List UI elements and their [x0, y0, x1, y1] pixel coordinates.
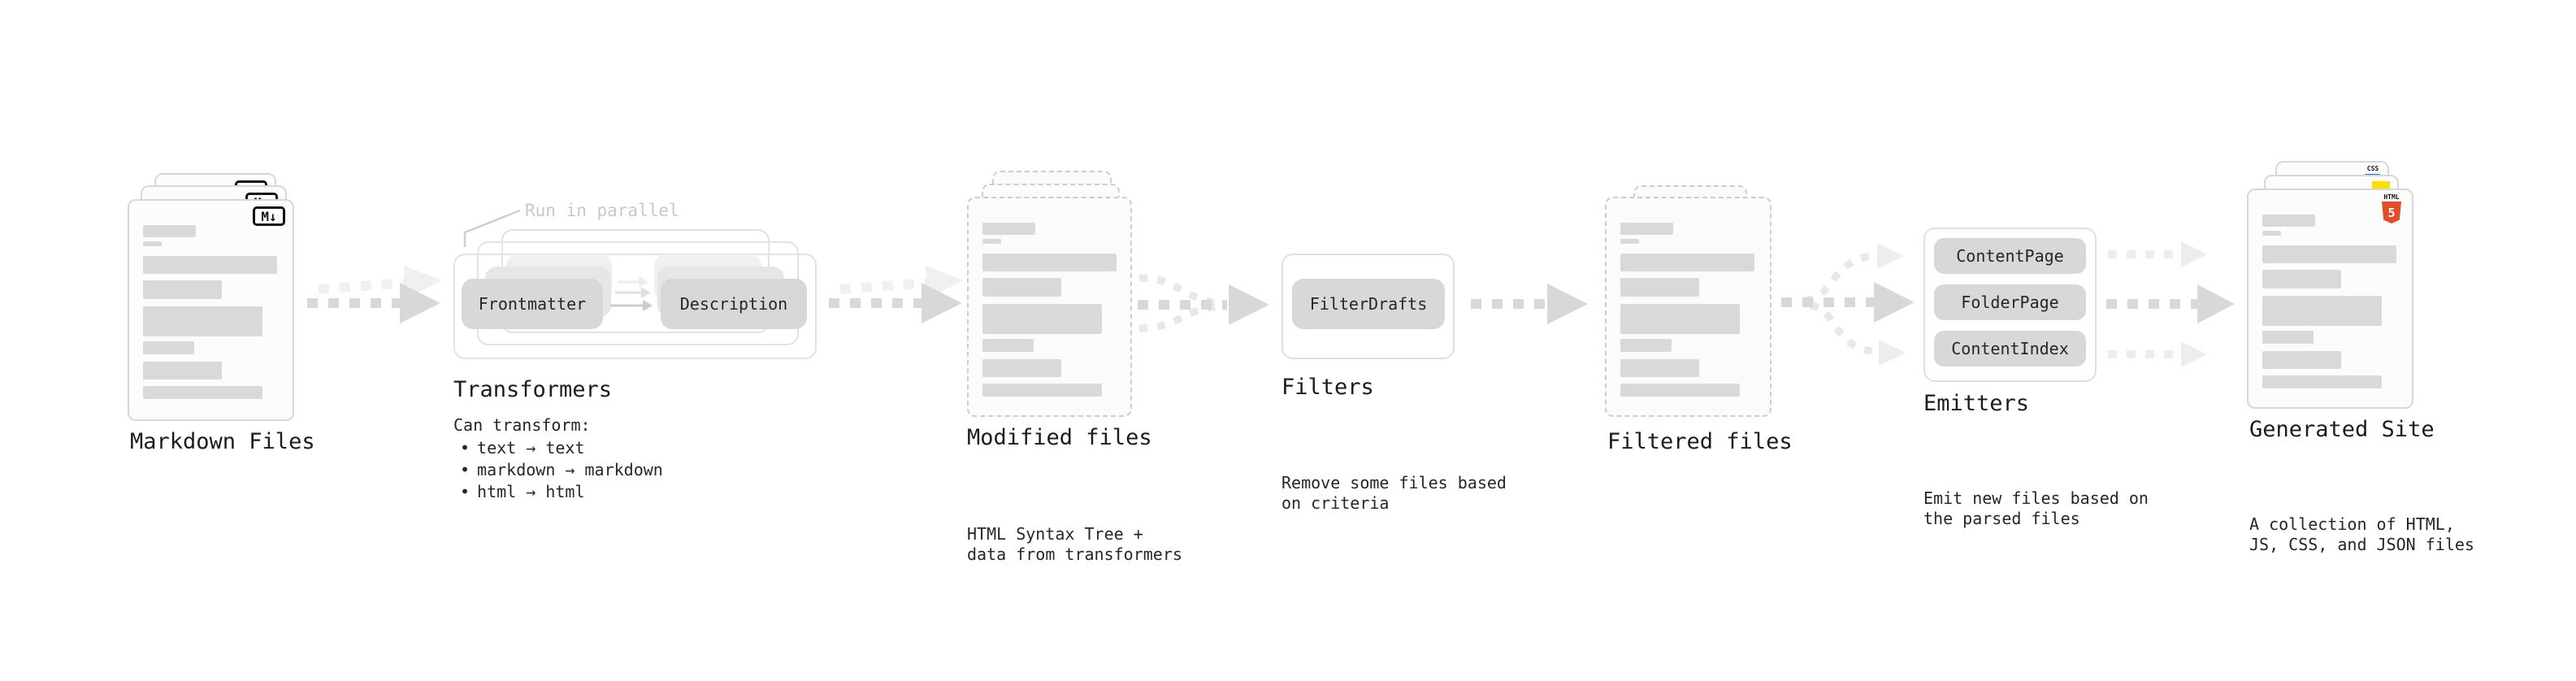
- content-bar: [2262, 375, 2382, 388]
- content-bar: [2262, 215, 2315, 227]
- content-bar: [2262, 331, 2314, 344]
- content-bar: [2262, 270, 2341, 288]
- stage-description-line: on criteria: [1281, 493, 1390, 513]
- content-bar: [1620, 384, 1740, 397]
- stage-description-line: A collection of HTML,: [2249, 514, 2455, 534]
- stage-title-generated: Generated Site: [2249, 417, 2435, 442]
- content-bar: [1620, 339, 1672, 352]
- bullet-item: • markdown → markdown: [460, 458, 663, 480]
- document-content-bars: [982, 198, 1119, 397]
- content-bar: [143, 280, 222, 299]
- stage-description-line: Emit new files based on: [1923, 488, 2149, 508]
- content-bar: [2262, 245, 2396, 263]
- emitter-button: ContentIndex: [1934, 331, 2086, 367]
- stage-description-line: HTML Syntax Tree +: [967, 524, 1143, 544]
- filtered-file-card: [1605, 197, 1772, 417]
- content-bar: [2262, 296, 2382, 326]
- emitter-button: ContentPage: [1934, 238, 2086, 274]
- stage-title-filtered: Filtered files: [1607, 429, 1793, 454]
- plugin-button-description: Description: [661, 279, 807, 329]
- emitter-button: FolderPage: [1934, 284, 2086, 320]
- stage-title-transformers: Transformers: [453, 377, 613, 402]
- js-icon: [2372, 181, 2390, 190]
- content-bar: [982, 223, 1035, 235]
- transform-bullet-list: • text → text • markdown → markdown • html …: [460, 436, 663, 502]
- bullet-item: • html → html: [460, 480, 663, 502]
- stage-description-line: JS, CSS, and JSON files: [2249, 535, 2474, 554]
- stage-title-emitters: Emitters: [1923, 391, 2030, 416]
- stage-title-markdown: Markdown Files: [130, 429, 315, 454]
- content-bar: [143, 386, 262, 399]
- stage-title-filters: Filters: [1281, 375, 1374, 400]
- bullet-icon: •: [460, 459, 471, 479]
- bullet-text: markdown → markdown: [477, 459, 663, 479]
- bullet-item: • text → text: [460, 436, 663, 458]
- content-bar: [1620, 304, 1740, 334]
- content-bar: [143, 225, 196, 237]
- content-bar: [982, 254, 1117, 271]
- plugin-button-filterdrafts: FilterDrafts: [1292, 279, 1445, 329]
- stage-description: HTML Syntax Tree +data from transformers: [967, 463, 1182, 565]
- transformer-group-outline: [453, 254, 817, 359]
- bullet-icon: •: [460, 437, 471, 458]
- content-bar: [143, 306, 262, 336]
- document-content-bars: [1620, 198, 1759, 397]
- stage-description-line: the parsed files: [1923, 509, 2080, 528]
- content-bar: [1620, 278, 1699, 297]
- stage-description: Can transform:: [453, 415, 591, 435]
- content-bar: [143, 256, 277, 274]
- content-bar: [143, 341, 194, 354]
- content-bar: [982, 339, 1034, 352]
- bullet-text: html → html: [477, 481, 585, 501]
- plugin-button-frontmatter: Frontmatter: [462, 279, 603, 329]
- content-bar: [982, 359, 1061, 377]
- content-bar: [982, 239, 1001, 244]
- html5-icon-label: HTML: [2383, 193, 2400, 201]
- content-bar: [1620, 254, 1754, 271]
- arrow-transformers-to-modified: [829, 266, 964, 323]
- content-bar: [1620, 359, 1699, 377]
- modified-file-card: [967, 197, 1132, 417]
- content-bar: [982, 384, 1102, 397]
- bullet-icon: •: [460, 481, 471, 501]
- run-in-parallel-label: Run in parallel: [525, 201, 679, 220]
- stage-title-modified: Modified files: [967, 425, 1152, 450]
- arrow-filtered-to-emitters: [1781, 243, 1915, 366]
- document-content-bars: [143, 201, 281, 399]
- content-bar: [2262, 351, 2341, 369]
- generated-file-card-html: HTML 5: [2247, 189, 2413, 409]
- document-content-bars: [2262, 190, 2400, 388]
- html5-icon: HTML 5: [2381, 193, 2402, 223]
- markdown-icon: M↓: [253, 206, 285, 226]
- content-bar: [982, 304, 1102, 334]
- arrow-filters-to-filtered: [1471, 284, 1588, 324]
- bullet-text: text → text: [477, 437, 585, 458]
- content-bar: [982, 278, 1061, 297]
- stage-description-line: data from transformers: [967, 544, 1182, 564]
- content-bar: [143, 362, 222, 380]
- content-bar: [1620, 223, 1673, 235]
- stage-description: A collection of HTML,JS, CSS, and JSON f…: [2249, 453, 2474, 555]
- arrow-modified-to-filters: [1138, 274, 1269, 332]
- content-bar: [143, 241, 162, 246]
- arrow-markdown-to-transformers: [307, 266, 442, 323]
- arrow-emitters-to-generated: [2106, 241, 2235, 367]
- content-bar: [1620, 239, 1639, 244]
- css-icon-label: CSS: [2366, 165, 2379, 172]
- html5-shield: 5: [2382, 202, 2401, 223]
- stage-description-line: Remove some files based: [1281, 473, 1507, 492]
- content-bar: [2262, 231, 2281, 236]
- markdown-file-card: M↓: [128, 199, 294, 421]
